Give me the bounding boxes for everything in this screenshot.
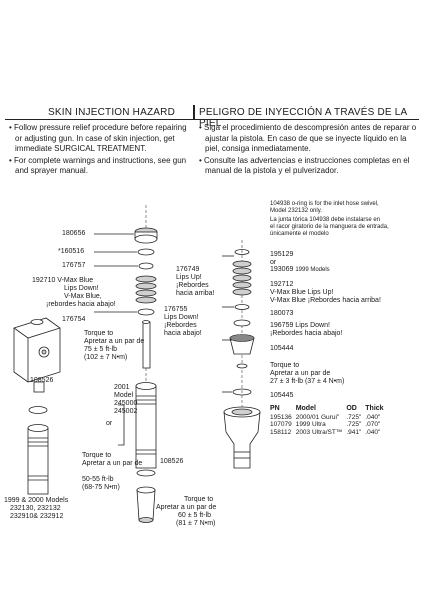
header-rule bbox=[5, 119, 419, 120]
label-176749-es1: ¡Rebordes bbox=[176, 282, 209, 289]
models-1999-line1: 1999 & 2000 Models bbox=[4, 497, 69, 504]
oring-note-1: 104938 o-ring is for the inlet hose swiv… bbox=[270, 201, 379, 207]
warning-es-2: • Consulte las advertencias e instruccio… bbox=[199, 155, 410, 176]
torque3-line3: 60 ± 5 ft-lb bbox=[178, 512, 212, 519]
label-160516: *160516 bbox=[58, 248, 85, 255]
header-divider bbox=[193, 105, 195, 119]
warning-es-1: • Siga el procedimiento de descompresión… bbox=[199, 123, 417, 153]
label-193069: 193069 1999 Models bbox=[270, 266, 330, 273]
torque2-line1: Torque to bbox=[82, 452, 112, 459]
table-header-pn: PN bbox=[270, 405, 280, 412]
part-108526-oring bbox=[136, 469, 156, 477]
label-192710-lips: Lips Down! bbox=[64, 285, 99, 292]
torque3-line1: Torque to bbox=[184, 496, 214, 503]
warnings-spanish: • Siga el procedimiento de descompresión… bbox=[199, 123, 417, 178]
torque3-line2: Apretar a un par de bbox=[156, 504, 217, 511]
oring-parts-table: PN Model OD Thick 195136 2000/01 Gurui" … bbox=[270, 405, 388, 436]
oring-note-5: únicamente el modelo bbox=[270, 231, 329, 237]
part-176757-ring bbox=[138, 262, 154, 270]
label-105445: 105445 bbox=[270, 392, 294, 399]
torque4-line3: 27 ± 3 ft-lb (37 ± 4 N•m) bbox=[270, 378, 345, 385]
part-160516-oring bbox=[137, 248, 155, 256]
table-row: 107079 1999 Ultra .725" .070" bbox=[270, 421, 381, 428]
label-176749: 176749 bbox=[176, 266, 200, 273]
table-header-row: PN Model OD Thick bbox=[270, 405, 388, 414]
part-105445-ring bbox=[232, 388, 252, 396]
torque4-line2: Apretar a un par de bbox=[270, 370, 331, 377]
label-195129: 195129 bbox=[270, 251, 294, 258]
foot-valve bbox=[136, 489, 156, 521]
part-196759-packing bbox=[233, 319, 251, 327]
table-row: 195136 2000/01 Gurui" .725" .040" bbox=[270, 413, 381, 421]
label-192710-vmax: V-Max Blue, bbox=[64, 293, 102, 300]
part-176754-ring bbox=[137, 308, 155, 316]
model-2001-line4: 245002 bbox=[114, 408, 138, 415]
label-176755-lips: Lips Down! bbox=[164, 314, 199, 321]
oring-note-2: Model 232132 only. bbox=[270, 208, 322, 214]
part-180073-ring bbox=[234, 304, 250, 310]
label-192710: 192710 V-Max Blue bbox=[32, 277, 94, 284]
part-195129-oring bbox=[234, 249, 250, 255]
torque1-line3: 75 ± 5 ft-lb bbox=[84, 346, 118, 353]
warning-en-2: • For complete warnings and instructions… bbox=[9, 155, 187, 176]
label-176755-es2: hacia abajo! bbox=[164, 330, 202, 337]
oring-note-4: el racor giratorio de la manguera de ent… bbox=[270, 224, 389, 230]
torque2-line4: (68-75 N•m) bbox=[82, 484, 120, 491]
label-176749-lips: Lips Up! bbox=[176, 274, 202, 281]
model-2001-line1: 2001 bbox=[114, 384, 130, 391]
label-176757: 176757 bbox=[62, 262, 86, 269]
label-180073: 180073 bbox=[270, 310, 294, 317]
label-108526-center: 108526 bbox=[160, 458, 184, 465]
cylinder-1999-2000 bbox=[27, 424, 49, 495]
torque1-line1: Torque to bbox=[84, 330, 114, 337]
torque2-line2: Apretar a un par de bbox=[82, 460, 143, 467]
model-2001-line3: 245000 bbox=[114, 400, 138, 407]
models-1999-line3: 232910& 232912 bbox=[10, 513, 64, 520]
pump-cylinder bbox=[135, 385, 157, 469]
label-196759: 196759 Lips Down! bbox=[270, 322, 330, 329]
label-105444: 105444 bbox=[270, 345, 294, 352]
torque1-line4: (102 ± 7 N•m) bbox=[84, 354, 128, 361]
table-row: 158112 2003 Ultra/ST™ .941" .040" bbox=[270, 428, 381, 436]
label-176749-es2: hacia arriba! bbox=[176, 290, 215, 297]
label-180656: 180656 bbox=[62, 230, 86, 237]
part-108526-oring-left bbox=[28, 406, 48, 414]
table-header-thick: Thick bbox=[365, 405, 384, 412]
torque2-line3: 50-55 ft-lb bbox=[82, 476, 114, 483]
label-176755: 176755 bbox=[164, 306, 188, 313]
label-108526-left: 108526 bbox=[30, 377, 54, 384]
oring-note-3: La junta tórica 104938 debe instalarse e… bbox=[270, 217, 381, 223]
pump-manifold bbox=[13, 317, 61, 414]
label-176754: 176754 bbox=[62, 316, 86, 323]
label-192712-lips: V-Max Blue Lips Up! bbox=[270, 289, 334, 296]
label-or-right: or bbox=[270, 259, 277, 266]
table-header-model: Model bbox=[295, 405, 316, 412]
torque3-line4: (81 ± 7 N•m) bbox=[176, 520, 216, 527]
models-1999-line2: 232130, 232132 bbox=[10, 505, 61, 512]
inlet-housing bbox=[223, 411, 261, 469]
label-192712: 192712 bbox=[270, 281, 294, 288]
header-right: PELIGRO DE INYECCIÓN A TRAVÉS DE LA PIEL bbox=[199, 107, 407, 129]
label-192710-es: ¡rebordes hacia abajo! bbox=[46, 301, 116, 308]
label-or-left: or bbox=[106, 420, 113, 427]
label-196759-es: ¡Rebordes hacia abajo! bbox=[270, 330, 343, 337]
model-2001-line2: Model bbox=[114, 392, 134, 399]
table-header-od: OD bbox=[346, 405, 357, 412]
header-left: SKIN INJECTION HAZARD bbox=[48, 107, 175, 118]
label-176755-es1: ¡Rebordes bbox=[164, 322, 197, 329]
warnings-english: • Follow pressure relief procedure befor… bbox=[9, 123, 191, 178]
torque1-line2: Apretar a un par de bbox=[84, 338, 145, 345]
right-valve-stack bbox=[223, 240, 261, 469]
left-pump-stack bbox=[134, 205, 158, 523]
warning-en-1: • Follow pressure relief procedure befor… bbox=[9, 123, 187, 153]
label-192712-es: V-Max Blue ¡Rebordes hacia arriba! bbox=[270, 297, 381, 304]
torque4-line1: Torque to bbox=[270, 362, 300, 369]
